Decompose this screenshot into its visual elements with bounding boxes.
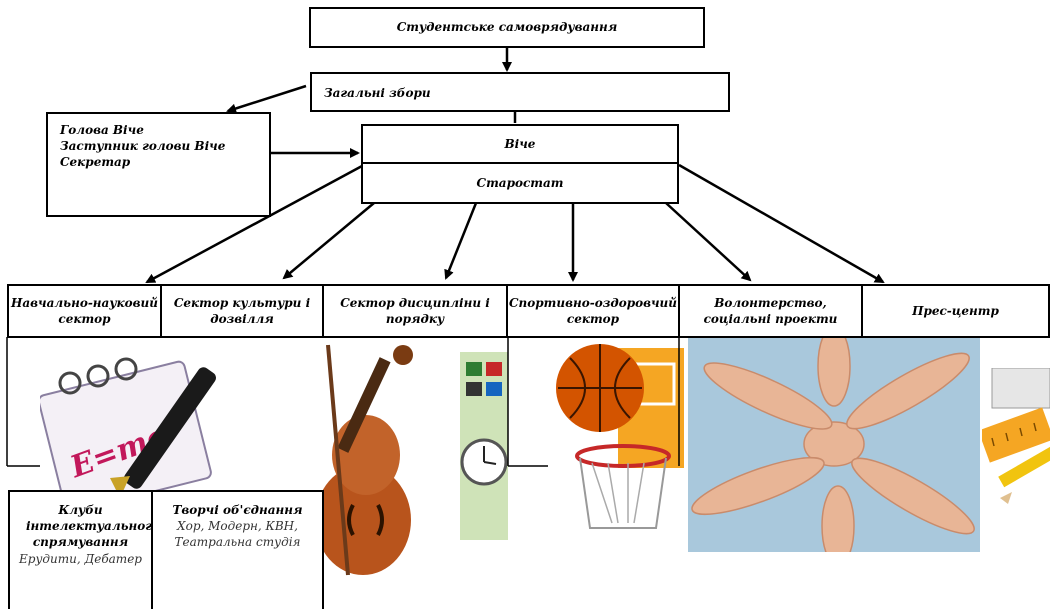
clubs-intellectual-items: Ерудити, Дебатер — [19, 551, 142, 566]
basketball-hoop-icon — [556, 344, 684, 529]
top-title: Студентське самоврядування — [396, 20, 618, 35]
clubs-intellectual-title: Клуби інтелектуального спрямування — [26, 503, 161, 550]
joined-hands-icon — [688, 336, 980, 552]
notepad-pen-icon: E=mc² — [40, 357, 216, 498]
top-box: Студентське самоврядування — [309, 7, 705, 48]
leader-secretary: Секретар — [60, 155, 131, 170]
sector-discipline: Сектор дисципліни і порядку — [322, 284, 508, 338]
general-meeting-title: Загальні збори — [324, 86, 431, 100]
clubs-creative-box: Творчі об'єднання Хор, Модерн, КВН, Теат… — [151, 490, 324, 609]
leader-chair: Голова Віче — [60, 123, 144, 137]
leader-deputy: Заступник голови Віче — [60, 139, 226, 154]
general-meeting-box: Загальні збори — [310, 72, 730, 112]
sector-culture: Сектор культури і дозвілля — [160, 284, 324, 338]
council-box: Віче Старостат — [361, 124, 679, 204]
sector-education: Навчально-науковий сектор — [7, 284, 162, 338]
leaders-box: Голова Віче Заступник голови Віче Секрет… — [46, 112, 271, 217]
sector-sports: Спортивно-оздоровчий сектор — [506, 284, 680, 338]
clubs-creative-items: Хор, Модерн, КВН, Театральна студія — [174, 519, 301, 550]
clubs-creative-title: Творчі об'єднання — [172, 503, 303, 517]
clubs-intellectual-box: Клуби інтелектуального спрямування Еруди… — [8, 490, 161, 609]
clock-icon — [460, 352, 508, 540]
sector-press-center: Прес-центр — [861, 284, 1050, 338]
violin-icon — [315, 344, 413, 576]
ruler-pencil-icon — [982, 368, 1050, 504]
council-title: Віче — [363, 126, 677, 164]
sector-volunteering: Волонтерство, соціальні проекти — [678, 284, 863, 338]
council-subtitle: Старостат — [476, 175, 564, 190]
